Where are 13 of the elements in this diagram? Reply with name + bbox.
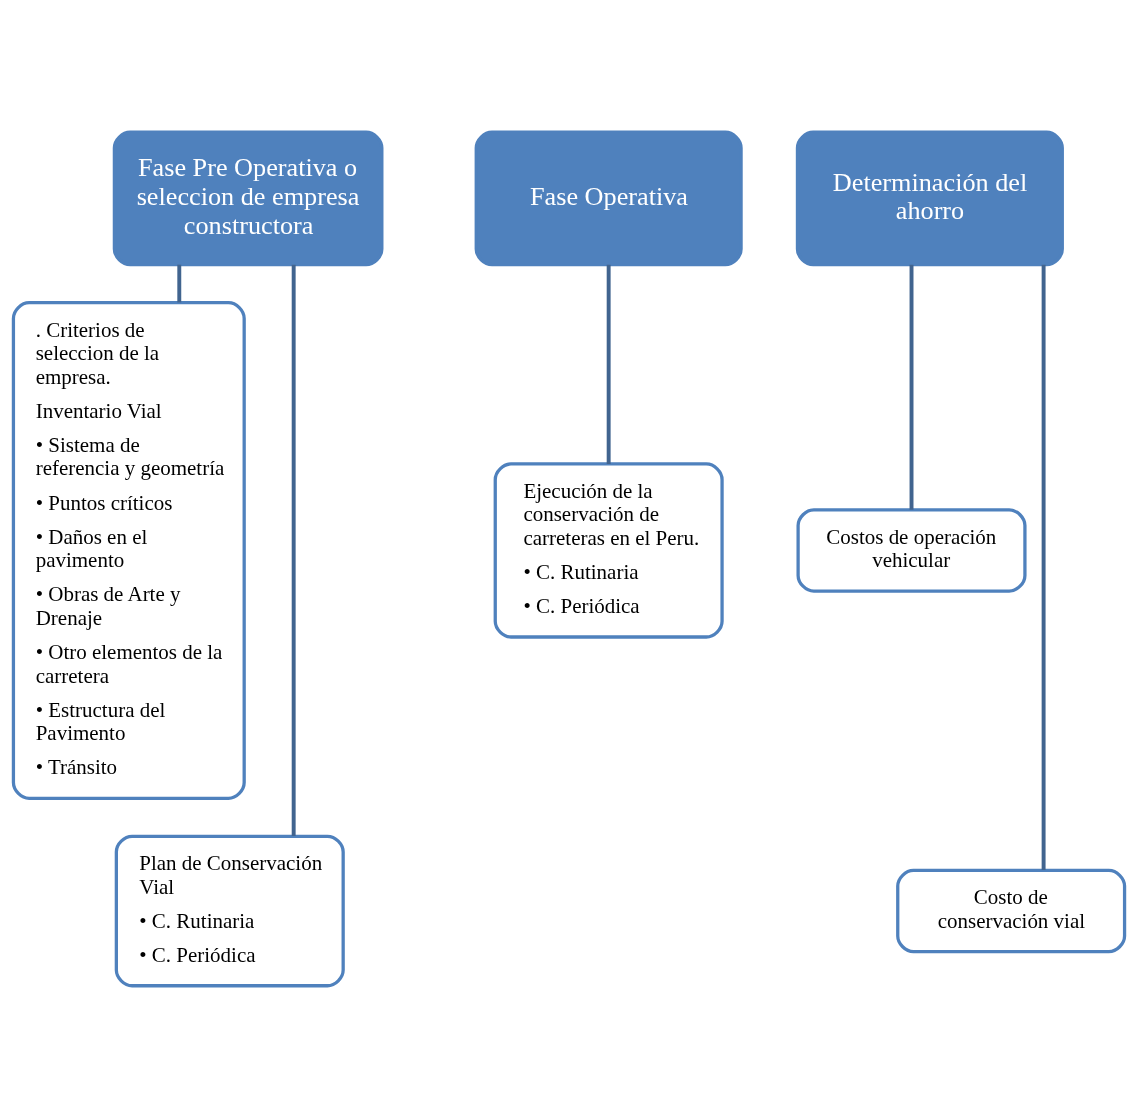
connector <box>1041 264 1046 870</box>
node-box: . Criterios de seleccion de la empresa. Inventario Vial • Sistema de referencia y geometría • Puntos críticos • Daños en el pavimento • Obras de Arte y Drenaje • Otro elementos de la carretera • Estructura del Pavimento • Tránsito <box>11 300 246 800</box>
connector <box>909 264 914 510</box>
connector <box>177 264 182 302</box>
connector <box>606 264 611 464</box>
node-box: Plan de Conservación Vial • C. Rutinaria • C. Periódica <box>114 834 345 987</box>
node-box: Costos de operación vehicular <box>796 507 1027 593</box>
node-box: Fase Pre Operativa o seleccion de empresa constructora <box>112 130 384 266</box>
node-box: Costo de conservación vial <box>896 868 1127 953</box>
node-box: Fase Operativa <box>474 130 743 266</box>
connector <box>291 264 296 836</box>
node-box: Ejecución de la conservación de carreteras en el Peru. • C. Rutinaria • C. Periódica <box>493 461 724 639</box>
node-box: Determinación del ahorro <box>795 130 1064 266</box>
